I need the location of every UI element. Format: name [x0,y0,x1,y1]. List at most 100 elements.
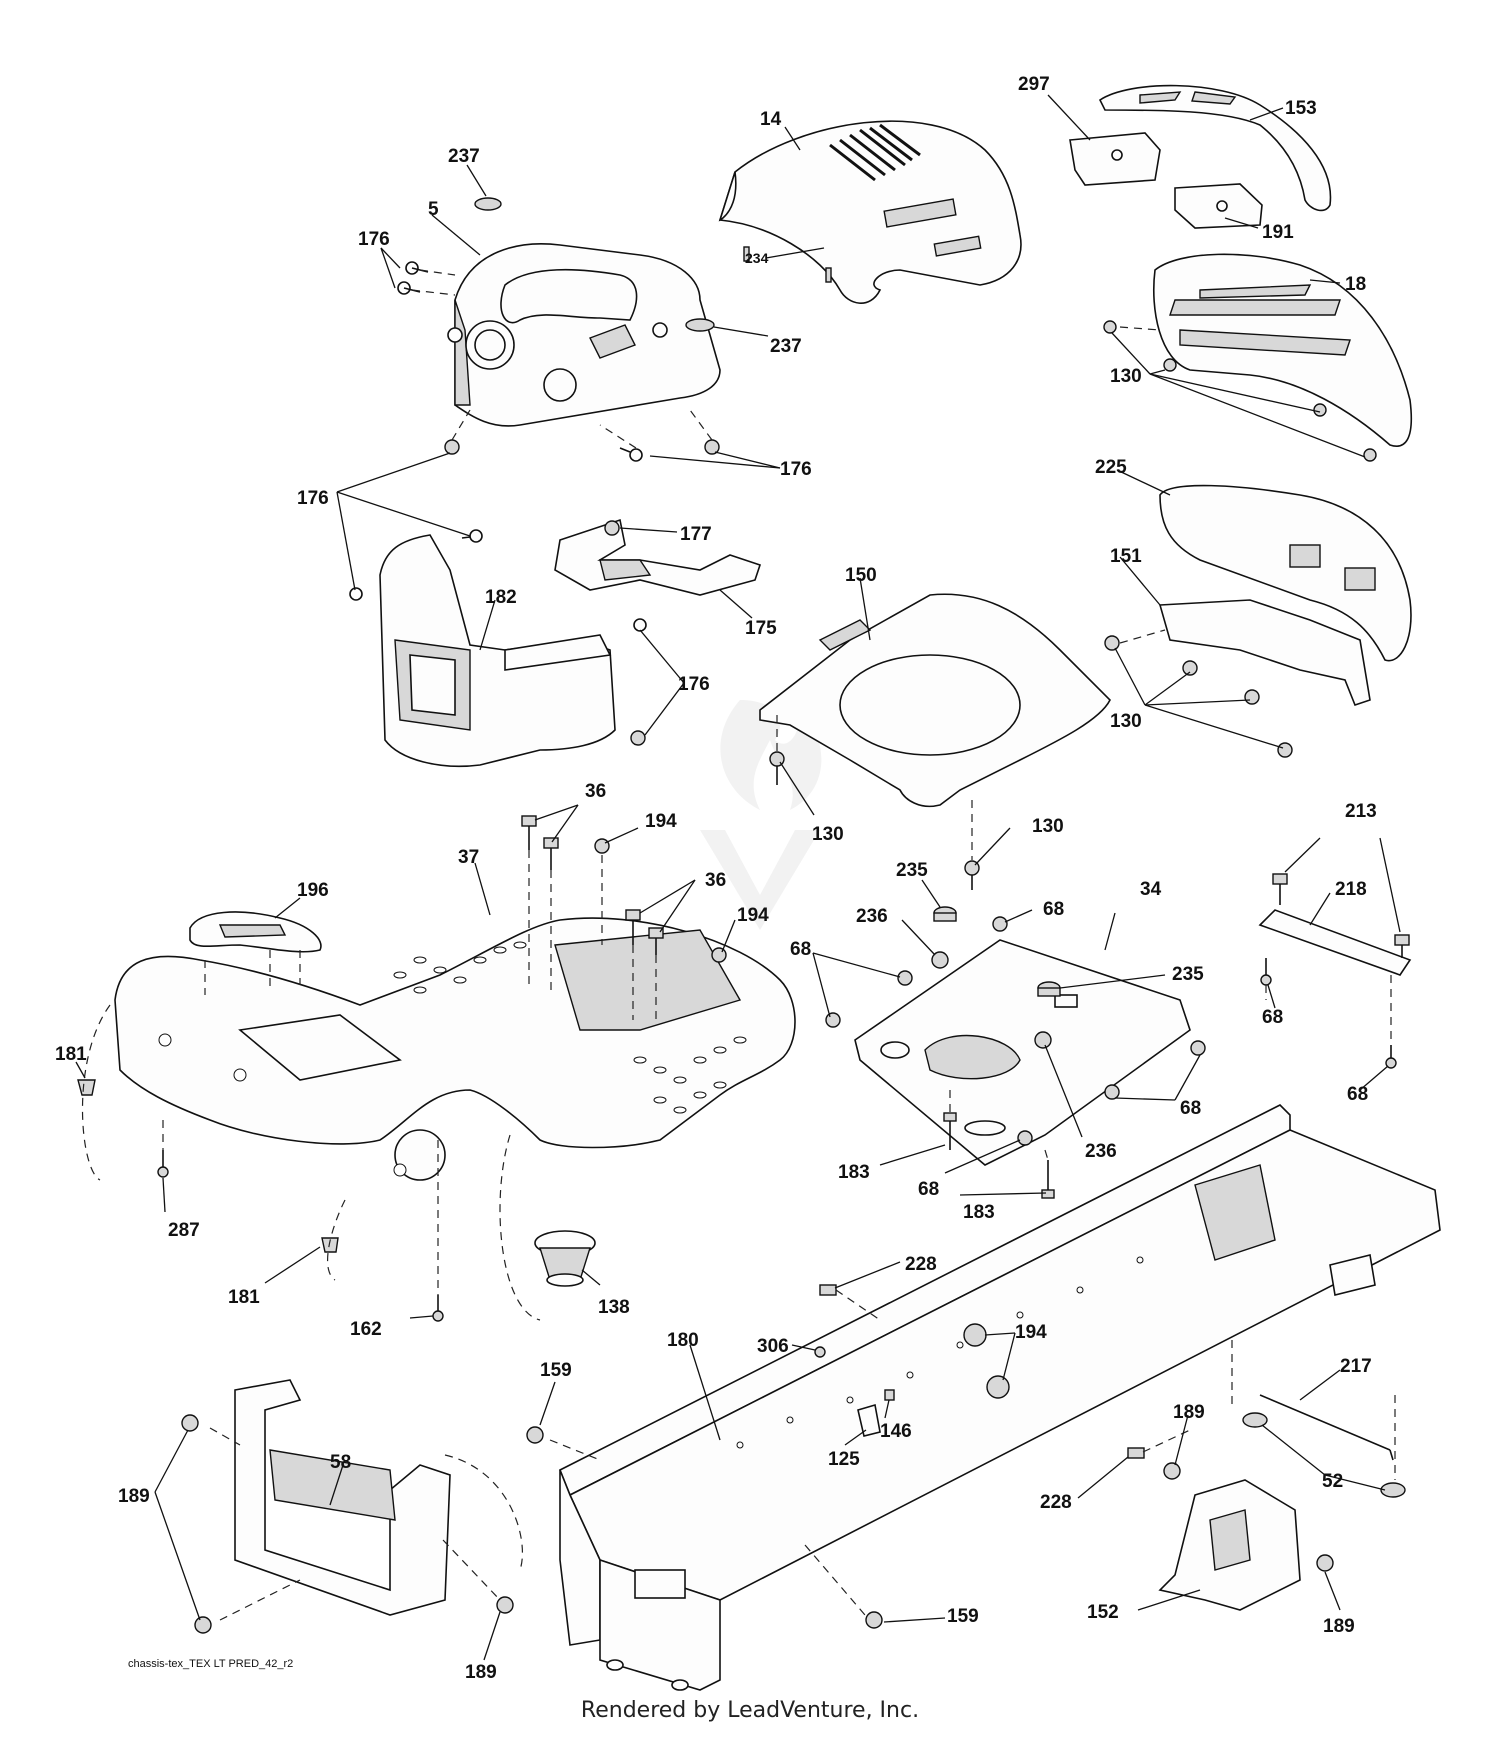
part-label[interactable]: 194 [1015,1322,1047,1343]
nut-part-177[interactable] [604,520,620,536]
part-label[interactable]: 152 [1087,1602,1119,1623]
grommet-part-52[interactable] [1242,1412,1406,1498]
grille-part-153[interactable] [1098,84,1332,212]
part-label[interactable]: 234 [745,250,769,266]
part-label[interactable]: 68 [1043,899,1064,920]
part-label[interactable]: 181 [228,1287,260,1308]
part-label[interactable]: 68 [1347,1084,1368,1105]
part-label[interactable]: 68 [1262,1007,1283,1028]
part-label[interactable]: 159 [947,1606,979,1627]
bumper-part-225[interactable] [1159,484,1412,662]
part-label[interactable]: 162 [350,1319,382,1340]
strap-part-218[interactable] [1258,909,1412,976]
part-label[interactable]: 36 [705,870,726,891]
part-label[interactable]: 130 [1110,711,1142,732]
block-part-191[interactable] [1174,183,1263,229]
part-label[interactable]: 52 [1322,1471,1343,1492]
bracket-part-58[interactable] [234,1379,451,1616]
part-label[interactable]: 180 [667,1330,699,1351]
seat-plate-part-34[interactable] [854,939,1191,1166]
part-label[interactable]: 228 [1040,1492,1072,1513]
part-label[interactable]: 191 [1262,222,1294,243]
block-part-297[interactable] [1069,132,1161,186]
part-label[interactable]: 189 [465,1662,497,1683]
bolt-part-213[interactable] [1272,873,1410,958]
part-label[interactable]: 177 [680,524,712,545]
bolt-part-159[interactable] [526,1426,883,1629]
part-label[interactable]: 183 [838,1162,870,1183]
handle-part-196[interactable] [189,911,322,953]
part-label[interactable]: 176 [678,674,710,695]
part-label[interactable]: 176 [297,488,329,509]
part-label[interactable]: 68 [1180,1098,1201,1119]
spacer-part-235[interactable] [933,906,1061,997]
part-label[interactable]: 151 [1110,546,1142,567]
part-label[interactable]: 146 [880,1421,912,1442]
clip-part-146[interactable] [884,1389,895,1401]
part-label[interactable]: 181 [55,1044,87,1065]
part-label[interactable]: 196 [297,880,329,901]
screw-part-130-bracket[interactable] [1104,635,1293,758]
part-label[interactable]: 125 [828,1449,860,1470]
part-label[interactable]: 189 [1173,1402,1205,1423]
part-label[interactable]: 130 [1110,366,1142,387]
part-label[interactable]: 218 [1335,879,1367,900]
screw-part-287[interactable] [157,1150,169,1178]
part-label[interactable]: 175 [745,618,777,639]
part-label[interactable]: 14 [760,109,782,130]
part-label[interactable]: 150 [845,565,877,586]
part-label[interactable]: 194 [737,905,769,926]
part-label[interactable]: 235 [896,860,928,881]
part-label[interactable]: 306 [757,1336,789,1357]
part-label[interactable]: 36 [585,781,606,802]
clip-part-125[interactable] [857,1403,881,1437]
nut-part-194[interactable] [594,838,727,963]
fender-part-37[interactable] [114,917,796,1181]
part-label[interactable]: 68 [790,939,811,960]
part-label[interactable]: 237 [770,336,802,357]
bolt-part-183[interactable] [943,1112,1055,1199]
part-label[interactable]: 130 [812,824,844,845]
clip-part-181[interactable] [77,1079,339,1253]
part-label[interactable]: 58 [330,1452,351,1473]
part-label[interactable]: 297 [1018,74,1050,95]
nut-part-194-frame[interactable] [963,1323,1010,1399]
part-label[interactable]: 159 [540,1360,572,1381]
part-label[interactable]: 236 [856,906,888,927]
part-label[interactable]: 237 [448,146,480,167]
plug-part-237-right[interactable] [685,318,715,332]
part-label[interactable]: 213 [1345,801,1377,822]
hood-part-14[interactable] [718,120,1022,304]
bolt-part-189[interactable] [181,1414,1334,1634]
part-label[interactable]: 235 [1172,964,1204,985]
lower-dash-part-182[interactable] [379,534,616,768]
part-label[interactable]: 225 [1095,457,1127,478]
part-label[interactable]: 130 [1032,816,1064,837]
shield-part-152[interactable] [1158,1479,1301,1611]
bracket-part-175[interactable] [554,518,762,596]
part-label[interactable]: 194 [645,811,677,832]
nut-part-306[interactable] [814,1346,826,1358]
bolt-part-36-group[interactable] [521,815,664,955]
bolt-part-68-strap[interactable] [1260,958,1397,1069]
part-label[interactable]: 37 [458,847,479,868]
part-label[interactable]: 287 [168,1220,200,1241]
part-label[interactable]: 138 [598,1297,630,1318]
screw-part-130-grille[interactable] [1103,320,1377,462]
bolt-part-176-lower[interactable] [349,529,647,746]
screw-part-162[interactable] [432,1295,444,1322]
bracket-part-151[interactable] [1158,599,1371,706]
boot-part-138[interactable] [534,1230,596,1287]
part-label[interactable]: 176 [358,229,390,250]
grille-part-18[interactable] [1152,253,1413,447]
part-label[interactable]: 182 [485,587,517,608]
part-label[interactable]: 34 [1140,879,1162,900]
rod-part-217[interactable] [1259,1394,1394,1461]
plug-part-237-top[interactable] [474,197,502,211]
part-label[interactable]: 189 [118,1486,150,1507]
frame-part-180[interactable] [558,1104,1441,1691]
part-label[interactable]: 18 [1345,274,1366,295]
part-label[interactable]: 236 [1085,1141,1117,1162]
dash-panel-part-5[interactable] [447,243,721,427]
pan-part-150[interactable] [759,593,1111,808]
